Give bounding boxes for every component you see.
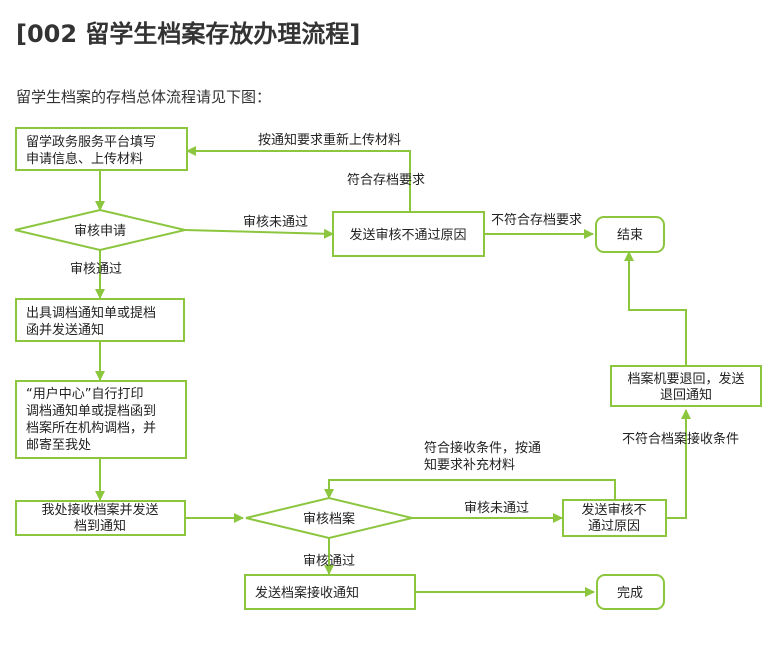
edge-label-supplement-line-1: 符合接收条件，按通 (424, 440, 541, 456)
edge-label-conform: 符合存档要求 (347, 172, 425, 188)
node-fill-application: 留学政务服务平台填写 申请信息、上传材料 (15, 127, 188, 171)
node-receive-archive: 我处接收档案并发送 档到通知 (15, 500, 186, 536)
edge-label-supplement-line-2: 知要求补充材料 (424, 457, 515, 473)
edge-label-reupload: 按通知要求重新上传材料 (258, 132, 401, 148)
edge-label-fail-2: 审核未通过 (464, 501, 529, 516)
edge-label-nonreceive: 不符合档案接收条件 (622, 431, 739, 447)
edge-n7-end1 (624, 251, 687, 366)
decision-review-archive-label: 审核档案 (303, 512, 355, 527)
node-send-fail-reason-2-line-2: 通过原因 (588, 519, 640, 534)
node-print-and-mail-line-1: “用户中心”自行打印 (26, 386, 143, 402)
node-print-and-mail-line-3: 档案所在机构调档，并 (26, 421, 156, 436)
edge-n6-n7 (666, 409, 691, 519)
node-issue-notice-line-1: 出具调档通知单或提档 (26, 305, 156, 321)
decision-review-archive: 审核档案 (245, 496, 413, 540)
node-print-and-mail-line-4: 邮寄至我处 (26, 437, 91, 453)
decision-review-application-label: 审核申请 (74, 224, 126, 239)
node-send-fail-reason-1: 发送审核不通过原因 (332, 211, 485, 257)
node-send-fail-reason-2-line-1: 发送审核不 (581, 502, 646, 518)
edge-label-fail-1: 审核未通过 (243, 215, 308, 230)
node-return-archive: 档案机要退回，发送 退回通知 (610, 365, 762, 407)
edge-d1-n2 (184, 228, 334, 239)
edge-label-nonconform: 不符合存档要求 (491, 212, 582, 228)
page-title: [002 留学生档案存放办理流程] (16, 20, 361, 48)
connectors (95, 146, 691, 597)
node-send-receipt-notice-label: 发送档案接收通知 (255, 585, 359, 601)
intro-text: 留学生档案的存档总体流程请见下图： (16, 88, 272, 106)
node-end-1: 结束 (595, 216, 665, 253)
node-print-and-mail: “用户中心”自行打印 调档通知单或提档函到 档案所在机构调档，并 邮寄至我处 (15, 380, 187, 459)
node-return-archive-line-2: 退回通知 (660, 387, 712, 403)
node-send-fail-reason-1-label: 发送审核不通过原因 (349, 227, 466, 243)
edge-label-pass-1: 审核通过 (70, 262, 122, 277)
node-send-fail-reason-2: 发送审核不 通过原因 (562, 499, 667, 537)
edge-n2-reupload (186, 146, 411, 212)
node-fill-application-line-1: 留学政务服务平台填写 (26, 134, 156, 150)
node-issue-notice: 出具调档通知单或提档 函并发送通知 (15, 298, 185, 342)
node-end-2: 完成 (596, 574, 665, 610)
edge-labels: 按通知要求重新上传材料 符合存档要求 审核未通过 不符合存档要求 审核通过 符合… (70, 132, 739, 569)
node-return-archive-line-1: 档案机要退回，发送 (627, 371, 744, 387)
node-send-receipt-notice: 发送档案接收通知 (244, 574, 416, 610)
node-end-2-label: 完成 (617, 586, 643, 601)
node-receive-archive-line-2: 档到通知 (74, 518, 126, 534)
edge-n6-supplement (324, 479, 616, 500)
node-fill-application-line-2: 申请信息、上传材料 (26, 151, 143, 167)
decision-review-application: 审核申请 (14, 208, 186, 252)
node-print-and-mail-line-2: 调档通知单或提档函到 (26, 403, 156, 419)
edge-label-pass-2: 审核通过 (303, 554, 355, 569)
node-issue-notice-line-2: 函并发送通知 (26, 322, 104, 338)
node-end-1-label: 结束 (617, 228, 643, 243)
node-receive-archive-line-1: 我处接收档案并发送 (41, 502, 158, 518)
